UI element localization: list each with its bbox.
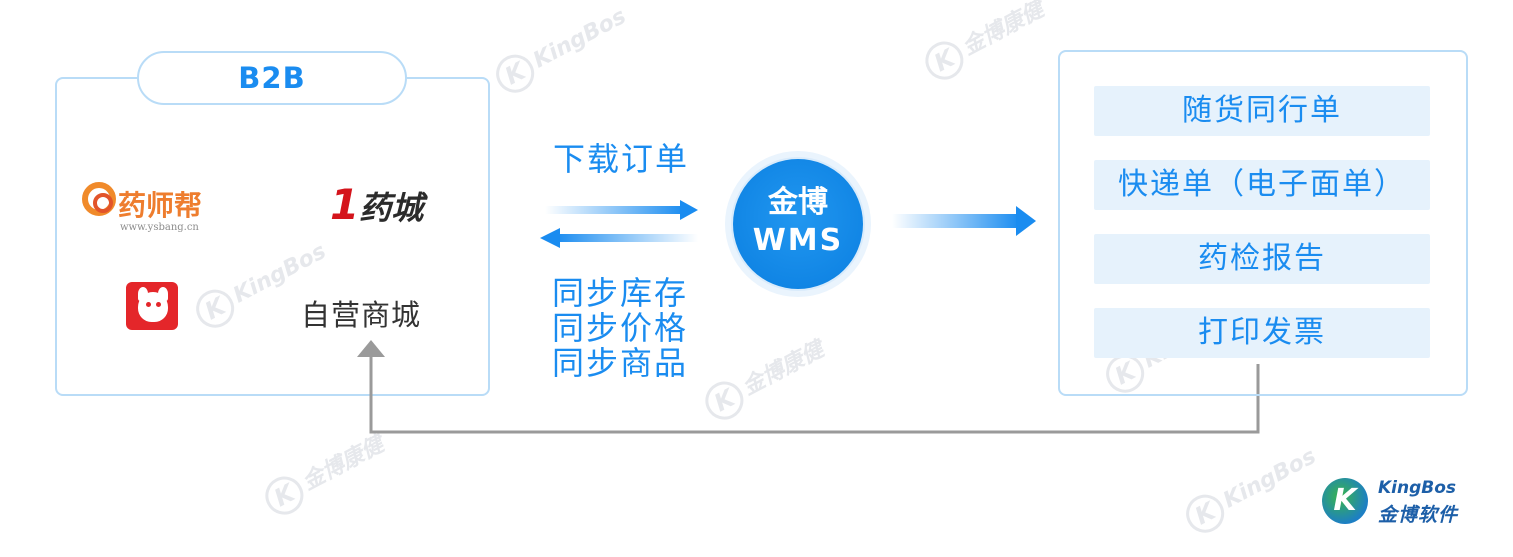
arrow-to-sources bbox=[540, 228, 698, 248]
sync-stock-label: 同步库存 bbox=[552, 274, 689, 312]
wms-hub-inner: 金博 WMS bbox=[733, 159, 863, 289]
arrow-to-outputs bbox=[892, 206, 1036, 236]
output-item-print-invoice: 打印发票 bbox=[1094, 308, 1430, 358]
brand-name-cn: 金博软件 bbox=[1378, 504, 1459, 526]
wms-hub-line1: 金博 bbox=[768, 185, 828, 220]
return-arrow bbox=[357, 340, 1260, 434]
111-yaocheng-logo: 1药城 bbox=[330, 180, 423, 230]
ysbang-logo: 药师帮 www.ysbang.cn bbox=[80, 172, 220, 236]
ysbang-name: 药师帮 bbox=[118, 189, 203, 222]
jd-dog-logo bbox=[126, 282, 178, 330]
output-item-drug-report: 药检报告 bbox=[1094, 234, 1430, 284]
sync-goods-label: 同步商品 bbox=[552, 344, 689, 382]
ysbang-circle-icon bbox=[82, 182, 116, 216]
sync-price-label: 同步价格 bbox=[552, 309, 689, 347]
kingbos-brand-logo: K KingBos 金博软件 bbox=[1322, 476, 1472, 526]
outputs-panel bbox=[1058, 50, 1468, 396]
output-item-delivery-note: 随货同行单 bbox=[1094, 86, 1430, 136]
kingbos-k-icon: K bbox=[1322, 478, 1368, 524]
yaocheng-name: 药城 bbox=[359, 189, 424, 227]
b2b-group-label: B2B bbox=[137, 51, 407, 105]
yaocheng-number: 1 bbox=[330, 180, 360, 229]
self-mall-label: 自营商城 bbox=[301, 298, 422, 332]
arrow-to-wms bbox=[545, 200, 698, 220]
brand-name-en: KingBos bbox=[1378, 478, 1457, 498]
ysbang-url: www.ysbang.cn bbox=[120, 222, 199, 233]
download-orders-label: 下载订单 bbox=[553, 140, 690, 178]
wms-hub: 金博 WMS bbox=[725, 151, 871, 297]
wms-hub-line2: WMS bbox=[752, 223, 844, 258]
output-item-express-waybill: 快递单（电子面单） bbox=[1094, 160, 1430, 210]
